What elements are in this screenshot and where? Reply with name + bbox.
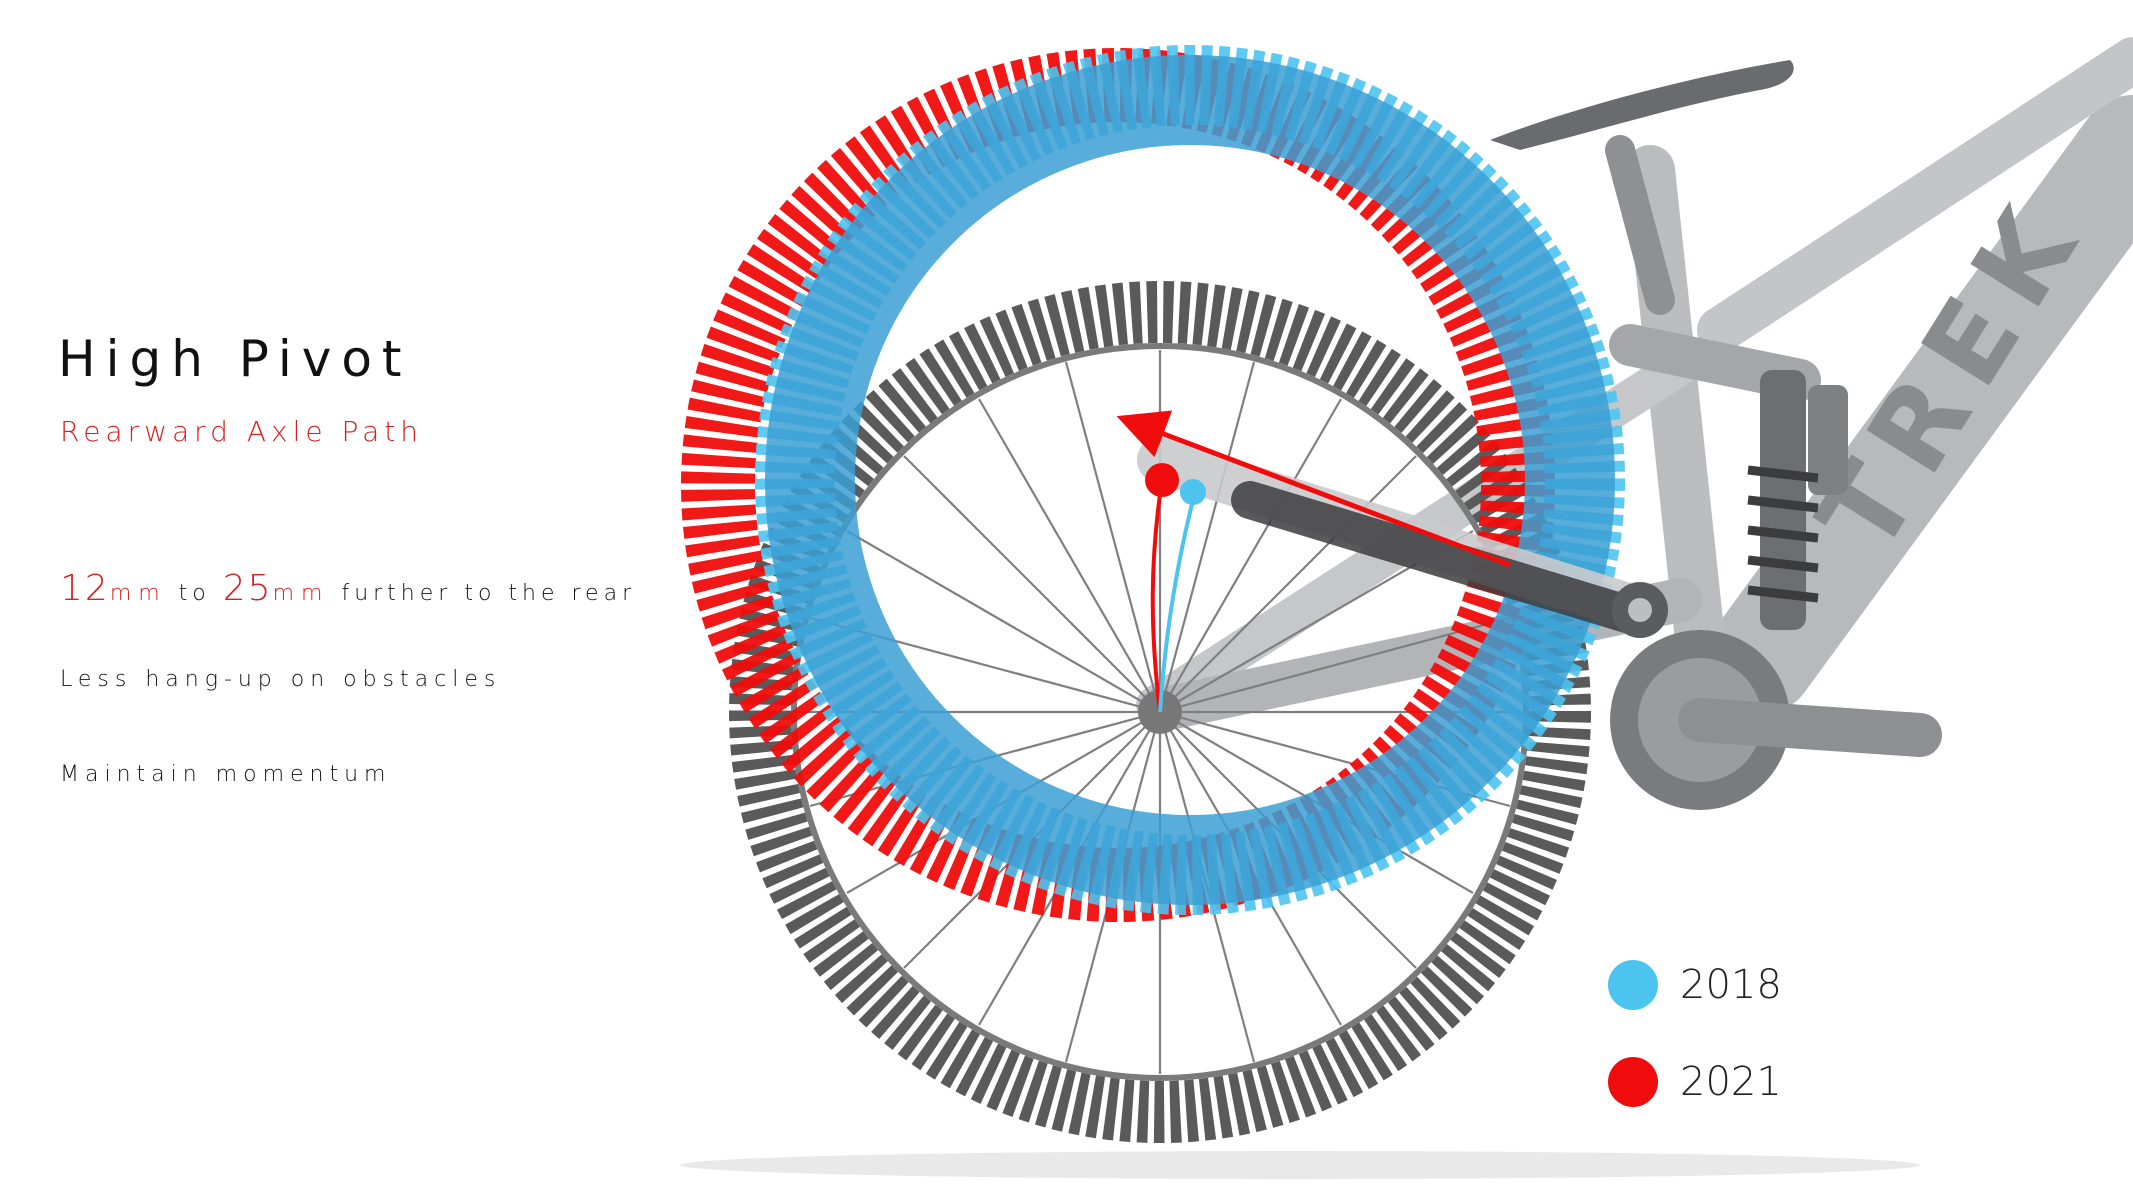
point-rearward-distance: 12mm to 25mm further to the rear [60,568,636,609]
subtitle: Rearward Axle Path [60,415,423,448]
axle-2021-dot [1145,463,1179,497]
axle-path-2018 [1158,491,1197,713]
legend-label-2021: 2021 [1680,1059,1782,1105]
title: High Pivot [58,330,412,388]
max-distance-value: 25 [222,568,273,609]
range-connector: to [166,581,223,606]
saddle [1490,60,1794,150]
wheel-2021 [681,48,1555,922]
ground-shadow [680,1151,1920,1179]
legend-item-2018: 2018 [1608,960,1782,1010]
axle-path-2021 [1150,479,1164,713]
crankset [1610,630,1942,810]
legend-swatch-2021 [1608,1057,1658,1107]
rear-shock [1747,370,1848,630]
distance-description: further to the rear [329,581,637,606]
min-distance-value: 12 [60,568,110,609]
max-distance-unit: mm [272,581,330,606]
legend-item-2021: 2021 [1608,1057,1782,1107]
swingarm [1137,437,1668,638]
point-obstacles: Less hang-up on obstacles [60,667,502,692]
point-momentum: Maintain momentum [60,762,392,787]
axle-2018-dot [1180,479,1206,505]
min-distance-unit: mm [109,581,167,606]
wheel-2018 [755,45,1625,915]
rearward-arrow [1116,410,1511,568]
legend-label-2018: 2018 [1680,962,1782,1008]
legend-swatch-2018 [1608,960,1658,1010]
